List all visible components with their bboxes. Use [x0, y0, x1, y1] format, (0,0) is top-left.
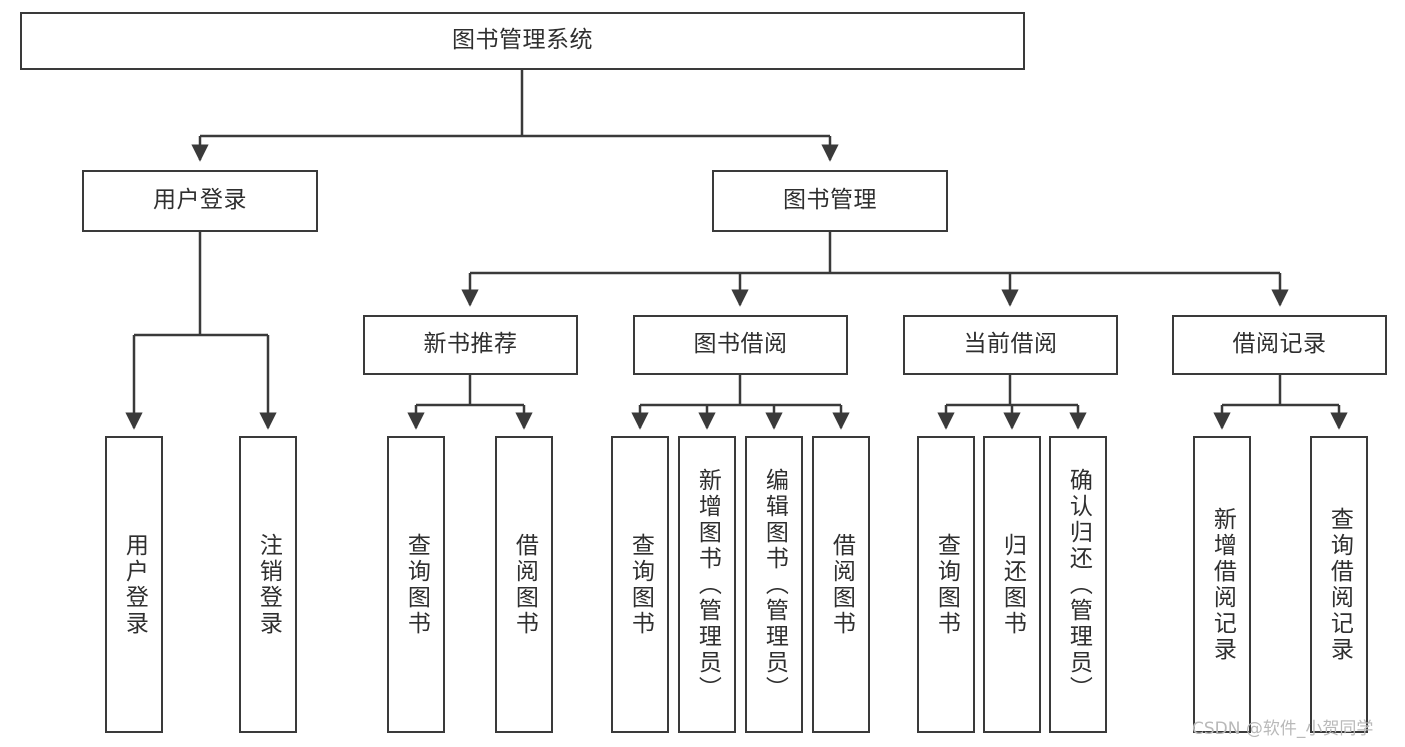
node-leaf-query-record-label: 查询借阅记录 [1326, 506, 1353, 663]
node-root-label: 图书管理系统 [452, 27, 593, 54]
node-leaf-add-record[interactable]: 新增借阅记录 [1193, 436, 1251, 733]
watermark-text: CSDN @软件_小贺同学 [1192, 719, 1374, 739]
node-current-borrow-label: 当前借阅 [963, 331, 1058, 358]
node-leaf-confirm-return-label: 确认归还（管理员） [1065, 467, 1092, 702]
node-leaf-edit-book[interactable]: 编辑图书（管理员） [745, 436, 803, 733]
node-leaf-borrow-book-1-label: 借阅图书 [511, 532, 538, 637]
node-leaf-edit-book-label: 编辑图书（管理员） [761, 467, 788, 702]
node-new-book-recommend[interactable]: 新书推荐 [363, 315, 578, 375]
node-leaf-logout[interactable]: 注销登录 [239, 436, 297, 733]
node-borrow-record[interactable]: 借阅记录 [1172, 315, 1387, 375]
node-leaf-confirm-return[interactable]: 确认归还（管理员） [1049, 436, 1107, 733]
node-book-manage-label: 图书管理 [783, 187, 877, 214]
node-leaf-query-book-1-label: 查询图书 [403, 532, 430, 637]
node-current-borrow[interactable]: 当前借阅 [903, 315, 1118, 375]
node-user-login[interactable]: 用户登录 [82, 170, 318, 232]
node-leaf-logout-label: 注销登录 [255, 532, 282, 637]
node-leaf-add-book-label: 新增图书（管理员） [694, 467, 721, 702]
node-book-borrow[interactable]: 图书借阅 [633, 315, 848, 375]
node-leaf-query-book-2[interactable]: 查询图书 [611, 436, 669, 733]
node-leaf-query-book-2-label: 查询图书 [627, 532, 654, 637]
node-user-login-label: 用户登录 [153, 187, 247, 214]
node-leaf-borrow-book-1[interactable]: 借阅图书 [495, 436, 553, 733]
node-borrow-record-label: 借阅记录 [1232, 331, 1327, 358]
node-leaf-query-book-1[interactable]: 查询图书 [387, 436, 445, 733]
node-leaf-user-login-label: 用户登录 [121, 532, 148, 637]
node-leaf-return-book-label: 归还图书 [999, 532, 1026, 637]
node-leaf-query-record[interactable]: 查询借阅记录 [1310, 436, 1368, 733]
node-leaf-borrow-book-2-label: 借阅图书 [828, 532, 855, 637]
node-book-manage[interactable]: 图书管理 [712, 170, 948, 232]
node-leaf-query-book-3-label: 查询图书 [933, 532, 960, 637]
node-book-borrow-label: 图书借阅 [693, 331, 788, 358]
node-leaf-add-book[interactable]: 新增图书（管理员） [678, 436, 736, 733]
node-leaf-user-login[interactable]: 用户登录 [105, 436, 163, 733]
node-leaf-query-book-3[interactable]: 查询图书 [917, 436, 975, 733]
node-leaf-return-book[interactable]: 归还图书 [983, 436, 1041, 733]
node-leaf-add-record-label: 新增借阅记录 [1209, 506, 1236, 663]
node-root[interactable]: 图书管理系统 [20, 12, 1025, 70]
node-new-book-recommend-label: 新书推荐 [423, 331, 518, 358]
node-leaf-borrow-book-2[interactable]: 借阅图书 [812, 436, 870, 733]
